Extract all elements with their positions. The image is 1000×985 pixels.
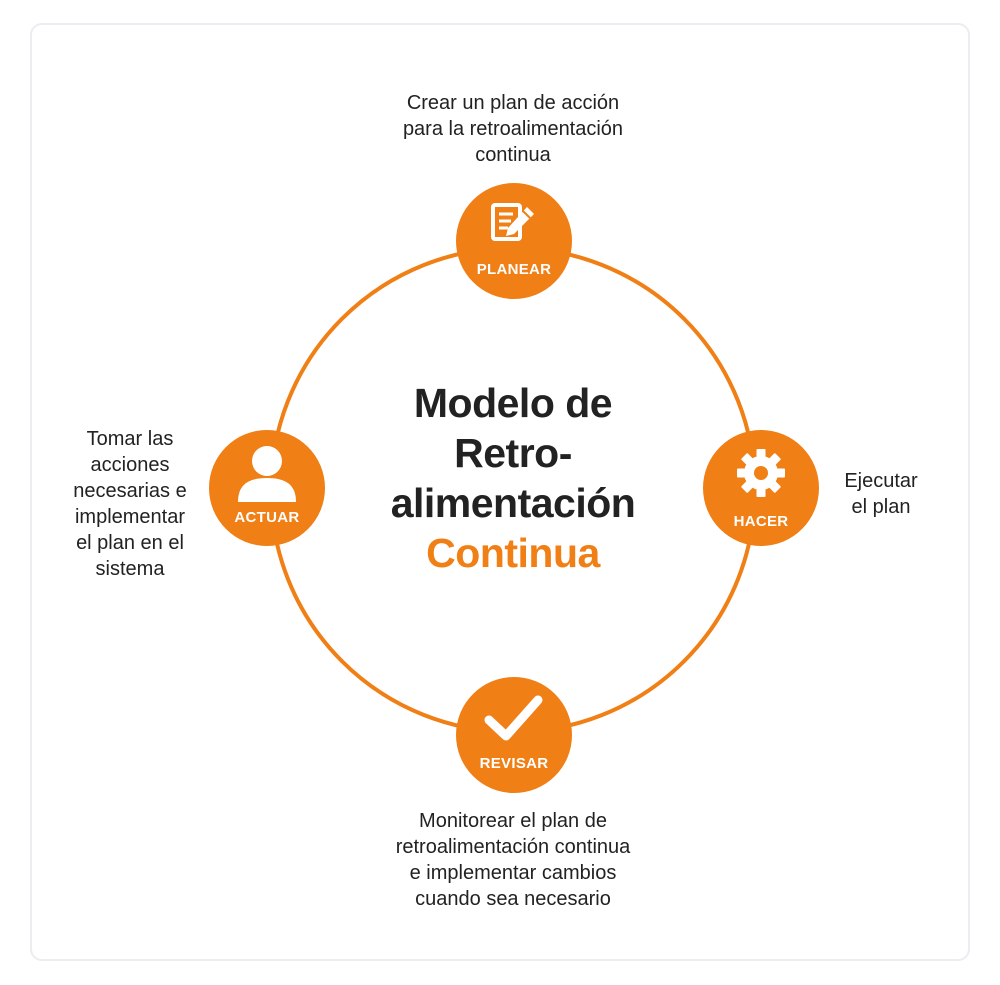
diagram-title: Modelo de Retro- alimentación Continua xyxy=(313,378,713,578)
revisar-description: Monitorear el plan de retroalimentación … xyxy=(330,808,696,912)
node-actuar-label: ACTUAR xyxy=(234,509,300,526)
node-revisar-label: REVISAR xyxy=(479,755,549,772)
revisar-description-line: e implementar cambios xyxy=(409,862,617,884)
document-pencil-icon xyxy=(491,203,534,241)
actuar-description-line: Tomar las xyxy=(86,428,174,450)
node-planear-label: PLANEAR xyxy=(476,261,552,278)
revisar-description-line: Monitorear el plan de xyxy=(419,810,607,832)
actuar-description-line: sistema xyxy=(95,558,165,580)
title-accent: Continua xyxy=(426,530,600,576)
planear-description: Crear un plan de acción para la retroali… xyxy=(340,90,686,168)
node-hacer: HACER xyxy=(703,430,819,546)
planear-description-line: continua xyxy=(475,144,551,166)
node-hacer-label: HACER xyxy=(733,513,789,530)
revisar-description-line: cuando sea necesario xyxy=(415,888,611,910)
gear-icon xyxy=(737,449,785,497)
title-line-1: Modelo de xyxy=(413,380,613,426)
node-actuar: ACTUAR xyxy=(209,430,325,546)
actuar-description-line: implementar xyxy=(74,506,186,528)
planear-description-line: para la retroalimentación xyxy=(402,118,624,140)
hacer-description: Ejecutar el plan xyxy=(826,468,936,520)
hacer-description-line: Ejecutar xyxy=(844,470,918,492)
actuar-description-line: acciones xyxy=(90,454,170,476)
title-line-3: alimentación xyxy=(390,480,636,526)
user-icon xyxy=(238,446,296,502)
revisar-description-line: retroalimentación continua xyxy=(395,836,631,858)
planear-description-line: Crear un plan de acción xyxy=(406,92,620,114)
node-planear: PLANEAR xyxy=(456,183,572,299)
checkmark-icon xyxy=(484,695,543,741)
hacer-description-line: el plan xyxy=(851,496,911,518)
actuar-description-line: el plan en el xyxy=(76,532,184,554)
title-line-2: Retro- xyxy=(454,430,572,476)
node-revisar: REVISAR xyxy=(456,677,572,793)
actuar-description-line: necesarias e xyxy=(73,480,187,502)
actuar-description: Tomar las acciones necesarias e implemen… xyxy=(55,426,205,582)
